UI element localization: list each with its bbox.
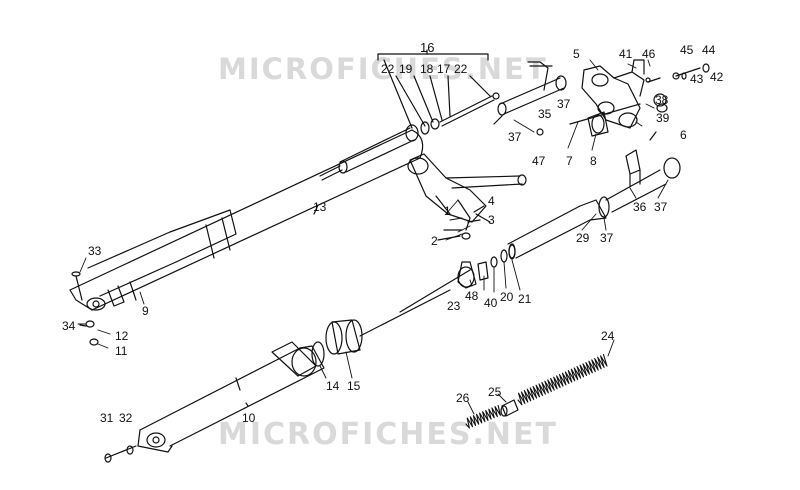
callout-label-26: 26 <box>456 391 470 405</box>
leader-lines <box>77 59 669 415</box>
callout-label-45: 45 <box>680 43 694 57</box>
callout-label-32: 32 <box>119 411 133 425</box>
lower-triple-clamp <box>407 153 527 241</box>
callout-label-24: 24 <box>601 329 615 343</box>
callout-label-25: 25 <box>488 385 502 399</box>
callout-label-46: 46 <box>642 47 656 61</box>
callout-label-15: 15 <box>347 379 361 393</box>
callout-label-31: 31 <box>100 411 114 425</box>
spring-24 <box>517 353 608 406</box>
callout-label-48: 48 <box>465 289 479 303</box>
callout-label-5: 5 <box>573 47 580 61</box>
lower-slider-10 <box>137 341 325 453</box>
callout-label-2: 2 <box>431 234 438 248</box>
callout-label-16: 16 <box>420 40 435 55</box>
fork-tube-13 <box>69 129 424 311</box>
callout-label-37c: 37 <box>654 200 668 214</box>
callout-label-4: 4 <box>488 194 495 208</box>
slider-bushings <box>399 244 516 313</box>
callout-label-17: 17 <box>437 62 451 76</box>
callout-label-43: 43 <box>690 72 704 86</box>
callout-label-33: 33 <box>88 244 102 258</box>
spacer-25 <box>500 399 519 417</box>
callout-label-38: 38 <box>655 93 669 107</box>
callout-label-12: 12 <box>115 329 129 343</box>
steering-stem-35 <box>493 61 567 136</box>
callout-label-42: 42 <box>710 70 724 84</box>
bolts-top-right <box>645 63 710 83</box>
callout-label-21: 21 <box>518 292 532 306</box>
callout-label-8: 8 <box>590 154 597 168</box>
upper-triple-clamp <box>569 59 668 187</box>
callout-label-29: 29 <box>576 231 590 245</box>
callout-label-34: 34 <box>62 319 76 333</box>
callout-label-10: 10 <box>242 411 256 425</box>
callout-label-19: 19 <box>399 62 413 76</box>
callout-bracket-16 <box>377 49 489 61</box>
callout-label-22b: 22 <box>454 62 468 76</box>
callout-label-41: 41 <box>619 47 633 61</box>
damper-rod-16 <box>319 59 500 181</box>
callout-label-6: 6 <box>680 128 687 142</box>
callout-label-13: 13 <box>313 200 327 214</box>
callout-label-1: 1 <box>444 204 451 218</box>
callout-label-37d: 37 <box>600 231 614 245</box>
callout-label-39: 39 <box>656 111 670 125</box>
callout-label-18: 18 <box>420 62 434 76</box>
callout-label-7: 7 <box>566 154 573 168</box>
callout-label-3: 3 <box>488 213 495 227</box>
bushing-15 <box>325 289 451 355</box>
callout-label-23: 23 <box>447 299 461 313</box>
callout-label-40: 40 <box>484 296 498 310</box>
callout-label-44: 44 <box>702 43 716 57</box>
callout-label-11: 11 <box>115 344 128 358</box>
spring-26 <box>465 404 501 429</box>
callout-label-47: 47 <box>532 154 546 168</box>
watermark-bottom: MICROFICHES.NET <box>218 417 558 452</box>
watermark-top: MICROFICHES.NET <box>218 52 548 86</box>
callout-label-22a: 22 <box>381 62 395 76</box>
callout-label-37b: 37 <box>508 130 522 144</box>
callout-label-14: 14 <box>326 379 340 393</box>
callout-label-36: 36 <box>633 200 647 214</box>
callout-label-37a: 37 <box>557 97 571 111</box>
callout-label-35: 35 <box>538 107 552 121</box>
callout-label-9: 9 <box>142 304 149 318</box>
callout-label-20: 20 <box>500 290 514 304</box>
